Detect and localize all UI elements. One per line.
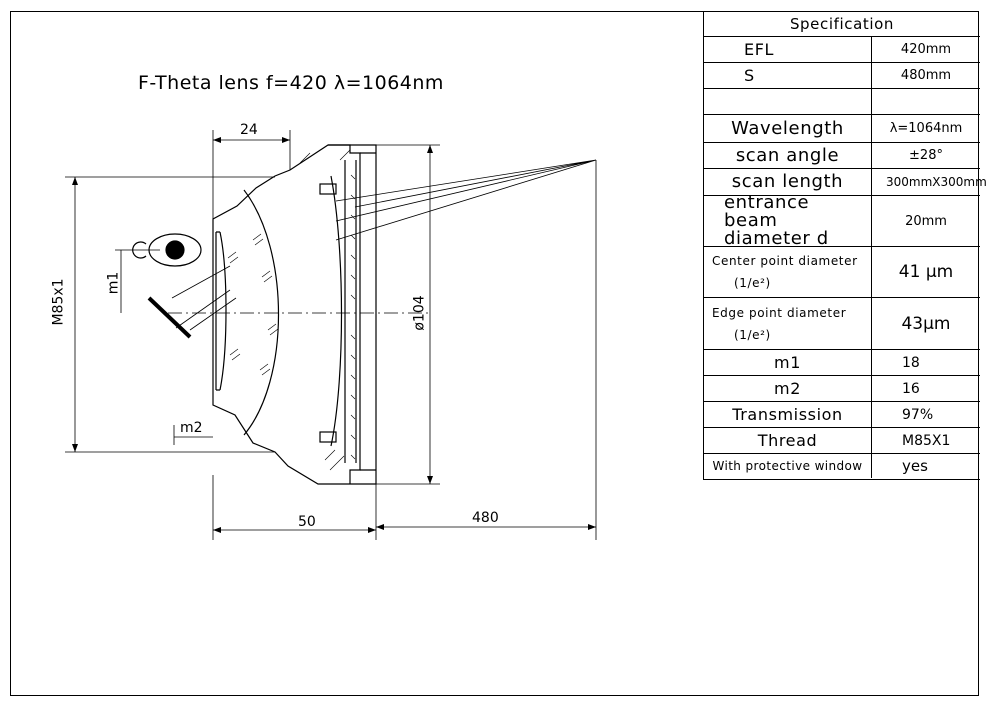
dim-m1: m1 <box>105 271 122 295</box>
spec-key: Thread <box>704 428 872 453</box>
scan-rays <box>335 159 597 241</box>
specification-table: Specification EFL 420mm S 480mm Waveleng… <box>703 11 987 480</box>
spec-value <box>872 89 980 114</box>
spec-row: Edge point diameter (1/e²) 43μm <box>704 298 980 350</box>
spec-row: m1 18 <box>704 350 980 376</box>
protective-window <box>344 160 357 463</box>
spec-row: scan length 300mmX300mm <box>704 169 987 196</box>
spec-key: Wavelength <box>704 115 872 142</box>
spec-value: yes <box>902 457 928 475</box>
spec-key-main: Edge point diameter <box>712 305 847 320</box>
spec-key: EFL <box>704 37 872 62</box>
drawing-frame <box>10 11 979 696</box>
spec-value: 480mm <box>900 68 952 83</box>
dim-thread: M85x1 <box>50 278 67 326</box>
dim-working-distance: 480 <box>472 510 499 526</box>
spec-row: EFL 420mm <box>704 37 980 63</box>
dim-m2: m2 <box>180 420 203 436</box>
spec-value: 420mm <box>900 42 952 57</box>
spec-key: S <box>704 63 872 88</box>
spec-key-sub: (1/e²) <box>734 327 771 342</box>
spec-value: 16 <box>902 380 920 397</box>
spec-value: ±28° <box>909 148 943 163</box>
dim-length: 50 <box>298 514 316 530</box>
spec-row: Thread M85X1 <box>704 428 980 454</box>
spec-row: m2 16 <box>704 376 980 402</box>
spec-key: Center point diameter (1/e²) <box>704 247 872 297</box>
dim-diameter: ø104 <box>411 295 428 331</box>
lens-element-2 <box>243 189 279 436</box>
spec-row: entrance beam diameter d 20mm <box>704 194 980 248</box>
spec-value: M85X1 <box>902 432 951 449</box>
spec-key: m1 <box>704 350 872 375</box>
spec-value: 20mm <box>905 213 947 229</box>
spec-row: Transmission 97% <box>704 402 980 428</box>
spec-row: scan angle ±28° <box>704 143 980 169</box>
spec-value: 97% <box>902 406 934 423</box>
spec-value: 41 μm <box>898 262 954 282</box>
spec-key: entrance beam diameter d <box>704 194 872 248</box>
spec-key <box>704 89 872 114</box>
spec-row: S 480mm <box>704 63 980 89</box>
spec-key: Edge point diameter (1/e²) <box>704 298 872 349</box>
spec-row-empty <box>704 89 980 115</box>
spec-row: Wavelength λ=1064nm <box>704 115 980 143</box>
spec-key: scan length <box>704 169 872 195</box>
drawing-title: F-Theta lens f=420 λ=1064nm <box>138 72 444 94</box>
spec-key-sub: (1/e²) <box>734 276 771 290</box>
spec-key: Transmission <box>704 402 872 427</box>
spec-key: m2 <box>704 376 872 401</box>
spec-value: λ=1064nm <box>889 121 963 136</box>
spec-key: scan angle <box>704 143 872 168</box>
spec-row: With protective window yes <box>704 454 980 478</box>
scan-mirror <box>147 296 192 339</box>
housing-inner <box>328 144 361 484</box>
spec-value: 300mmX300mm <box>886 175 987 189</box>
spec-key-main: Center point diameter <box>712 254 858 268</box>
dim-top-width: 24 <box>240 122 258 138</box>
spec-row: Center point diameter (1/e²) 41 μm <box>704 247 980 298</box>
lens-element-1 <box>219 231 227 391</box>
spec-value: 18 <box>902 354 920 371</box>
spec-value: 43μm <box>901 313 951 334</box>
spec-header: Specification <box>789 14 895 33</box>
spec-key: With protective window <box>704 454 872 478</box>
spec-header-row: Specification <box>704 11 980 37</box>
